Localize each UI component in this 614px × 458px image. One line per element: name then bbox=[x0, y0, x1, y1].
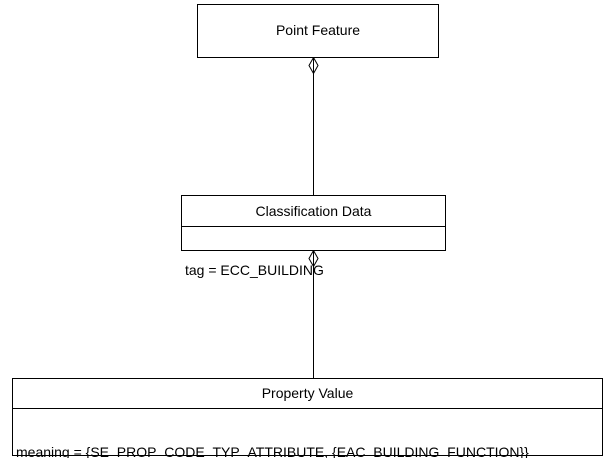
class-box-classification-data[interactable]: Classification Data tag = ECC_BUILDING bbox=[181, 195, 446, 278]
class-title-classification-data: Classification Data bbox=[255, 203, 372, 219]
aggregation-edge-classification-data-property-value bbox=[313, 251, 314, 379]
compartment-divider bbox=[13, 408, 602, 409]
attribute-row: meaning = {SE_PROP_CODE_TYP_ATTRIBUTE, {… bbox=[16, 444, 529, 458]
compartment-divider bbox=[182, 226, 445, 227]
class-box-property-value[interactable]: Property Value meaning = {SE_PROP_CODE_T… bbox=[12, 378, 603, 458]
class-attributes-property-value: meaning = {SE_PROP_CODE_TYP_ATTRIBUTE, {… bbox=[13, 409, 602, 458]
class-title-property-value: Property Value bbox=[261, 385, 354, 401]
aggregation-edge-point-feature-classification-data bbox=[313, 58, 314, 196]
attribute-row: tag = ECC_BUILDING bbox=[185, 262, 324, 278]
class-attributes-classification-data: tag = ECC_BUILDING bbox=[182, 227, 445, 278]
class-box-point-feature[interactable]: Point Feature bbox=[197, 4, 439, 58]
class-title-point-feature: Point Feature bbox=[275, 22, 361, 38]
